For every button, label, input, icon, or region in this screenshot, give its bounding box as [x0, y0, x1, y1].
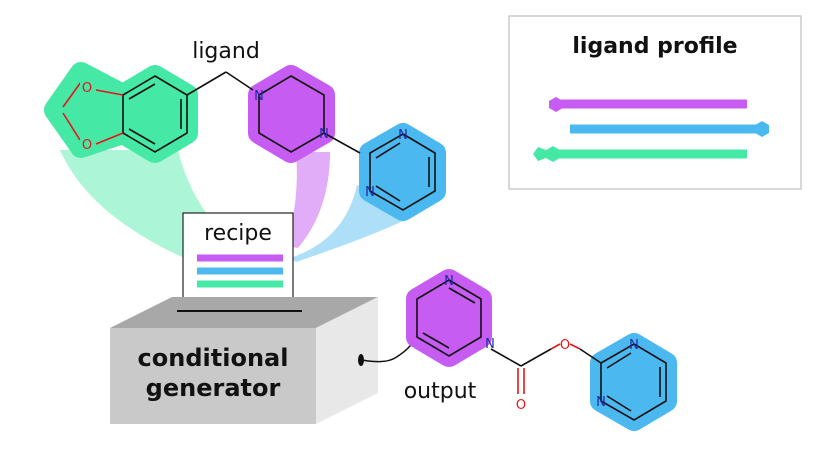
- atom-n-output-2: N: [485, 337, 495, 352]
- atom-o-carbonyl: O: [516, 398, 526, 413]
- piperazine-highlight: [248, 65, 335, 163]
- purple-flow-band: [286, 152, 330, 248]
- atom-n-piperazine-2: N: [319, 127, 329, 142]
- output-label: output: [404, 379, 477, 404]
- pyrimidine-highlight-top: [359, 123, 446, 221]
- atom-n-output-1: N: [444, 274, 454, 289]
- box-side-face: [316, 297, 378, 424]
- recipe-label: recipe: [204, 221, 272, 246]
- ligand-molecule: O O N N N N: [44, 62, 446, 221]
- benzodioxole-highlight: [44, 62, 198, 163]
- box-front-face: [110, 328, 316, 424]
- atom-o-top: O: [82, 81, 92, 96]
- profile-purple-hexagon-icon: [549, 97, 563, 112]
- atom-n-output-pyrimidine-2: N: [596, 395, 606, 410]
- output-molecule: N N O O N N: [406, 269, 677, 431]
- ligand-label: ligand: [192, 39, 260, 64]
- atom-n-output-pyrimidine-1: N: [629, 338, 639, 353]
- profile-blue-hexagon-icon: [755, 121, 769, 137]
- box-top-face: [110, 297, 378, 328]
- generator-label-line2: generator: [146, 374, 281, 402]
- atom-n-pyrimidine-2: N: [365, 185, 375, 200]
- ligand-profile-title: ligand profile: [572, 34, 737, 59]
- generator-box: conditional generator: [110, 297, 378, 424]
- atom-o-bottom: O: [82, 138, 92, 153]
- atom-n-pyrimidine-1: N: [398, 128, 408, 143]
- recipe-card: recipe: [182, 212, 294, 312]
- atom-n-piperazine-1: N: [254, 89, 264, 104]
- profile-green-dioxole-icon: [533, 147, 546, 161]
- output-connector: [358, 341, 414, 366]
- atom-o-ester: O: [560, 338, 570, 353]
- profile-green-hexagon-icon: [546, 146, 560, 162]
- ligand-profile-panel: ligand profile: [508, 15, 802, 190]
- generator-label-line1: conditional: [138, 344, 289, 372]
- output-piperazine-highlight: [406, 269, 492, 367]
- output-pyrimidine-highlight: [590, 333, 677, 431]
